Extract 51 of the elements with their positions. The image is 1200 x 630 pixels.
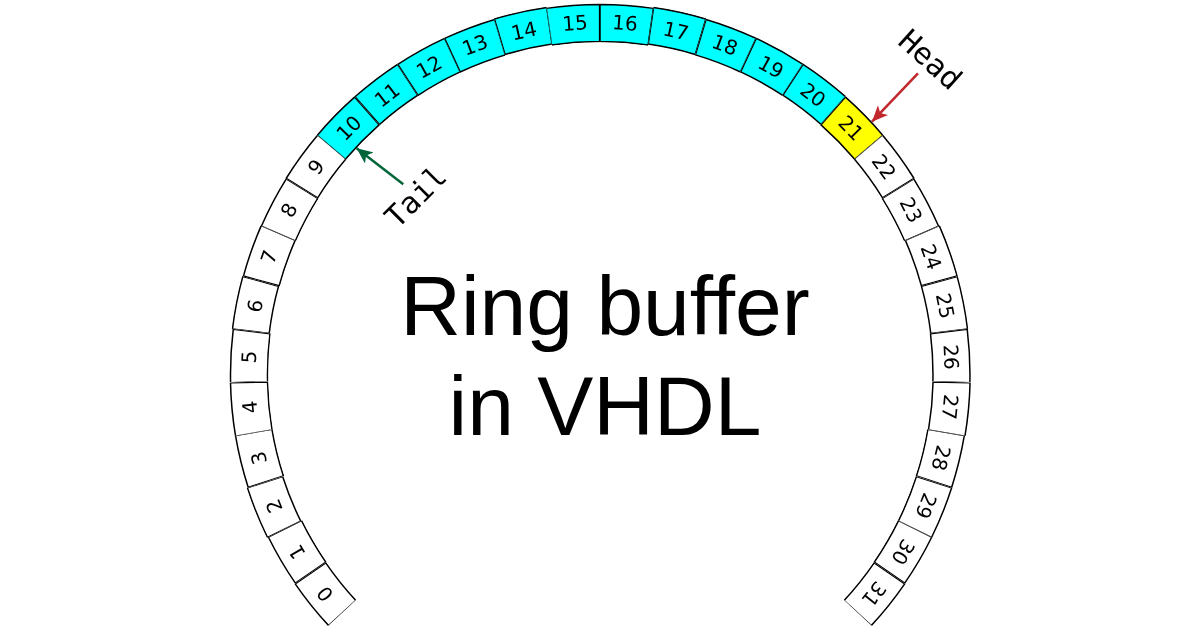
slot-number: 18 [709,31,740,60]
slot-number: 6 [244,297,267,315]
buffer-slot [231,275,281,334]
slot-number: 20 [797,78,830,111]
slot-number: 27 [938,393,962,421]
buffer-slot [919,275,969,334]
buffer-slot [600,2,654,46]
slot-number: 3 [247,448,270,467]
slot-number: 31 [858,577,891,610]
buffer-slot [903,225,959,287]
slot-number: 21 [835,112,868,145]
slot-number: 29 [911,490,940,522]
slot-number: 12 [413,51,446,82]
slot-number: 0 [313,582,338,605]
slot-number: 22 [868,150,900,184]
slot-number: 23 [896,194,926,227]
arrow [355,147,405,186]
slot-number: 26 [940,343,962,370]
slot-number: 15 [561,12,588,35]
slot-number: 16 [612,12,639,35]
buffer-slot [929,328,972,383]
buffer-slot [241,225,297,287]
buffer-slot [926,381,972,436]
buffer-slot [233,429,285,489]
buffer-slot [228,381,274,436]
slot-number: 8 [277,200,301,221]
buffer-slot [266,520,327,585]
slot-number: 7 [257,247,281,267]
buffer-slot [293,561,357,627]
slot-number: 19 [754,51,787,82]
buffer-slot [228,328,271,383]
slot-number: 13 [460,31,491,60]
slot-number: 1 [284,541,309,563]
buffer-slot [546,2,600,46]
buffer-slot [647,6,707,57]
slot-number: 5 [238,349,260,364]
slot-number: 30 [888,535,919,568]
slot-number: 4 [239,400,261,415]
slot-number: 10 [332,112,365,145]
slot-number: 17 [661,18,691,44]
slot-number: 24 [917,241,946,273]
slot-number: 9 [303,156,328,179]
slot-number: 11 [370,78,403,111]
slot-number: 2 [262,496,286,516]
arrow [871,72,919,123]
slot-number: 14 [509,18,539,44]
buffer-slot [493,6,553,57]
title: Ring buffer in VHDL [399,258,811,455]
slot-number: 28 [928,442,955,473]
buffer-slot [246,475,303,538]
slot-number: 25 [932,291,958,321]
